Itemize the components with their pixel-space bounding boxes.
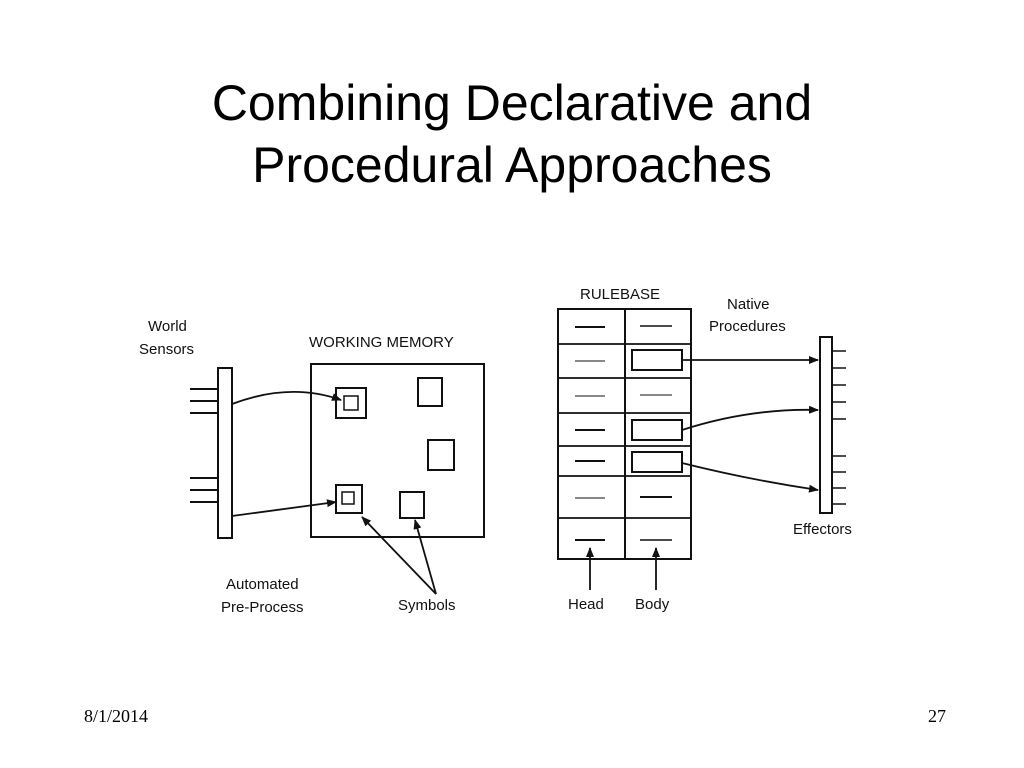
- sensor-bar: [190, 367, 233, 539]
- rulebase-label: RULEBASE: [580, 286, 660, 303]
- world-sensors-label-line-2: Sensors: [139, 341, 194, 358]
- automated-preprocess-label-line-2: Pre-Process: [221, 599, 304, 616]
- effectors-label: Effectors: [793, 521, 852, 538]
- slide-title-line-1: Combining Declarative and: [211, 75, 813, 131]
- procedure-to-effector-arrow: [681, 462, 819, 493]
- symbols-arrow: [361, 516, 437, 595]
- procedure-call-box: [631, 349, 683, 371]
- body-label: Body: [635, 596, 670, 613]
- procedure-call-box: [631, 451, 683, 473]
- symbol-box: [427, 439, 455, 471]
- symbols-arrow: [413, 519, 437, 595]
- rulebase-table: [557, 308, 692, 560]
- footer-date: 8/1/2014: [84, 706, 149, 726]
- automated-preprocess-label-line-1: Automated: [226, 576, 299, 593]
- native-procedures-label-line-1: Native: [727, 296, 770, 313]
- symbol-box: [399, 491, 425, 519]
- working-memory-label: WORKING MEMORY: [309, 334, 454, 351]
- symbols-label: Symbols: [398, 597, 456, 614]
- symbol-box: [335, 387, 367, 419]
- symbol-box: [417, 377, 443, 407]
- head-label: Head: [568, 596, 604, 613]
- world-sensors-label-line-1: World: [148, 318, 187, 335]
- procedure-call-box: [631, 419, 683, 441]
- effector-bar: [819, 336, 846, 514]
- native-procedures-label-line-2: Procedures: [709, 318, 786, 335]
- slide-title: Combining Declarative and Procedural App…: [0, 72, 1024, 196]
- procedure-to-effector-arrow: [681, 405, 819, 431]
- sensor-to-memory-arrow: [231, 391, 342, 405]
- working-memory-box: [310, 363, 485, 538]
- symbol-box: [335, 484, 363, 514]
- slide-title-line-2: Procedural Approaches: [252, 137, 772, 193]
- sensor-to-memory-arrow: [231, 499, 337, 517]
- footer-page-number: 27: [928, 706, 946, 726]
